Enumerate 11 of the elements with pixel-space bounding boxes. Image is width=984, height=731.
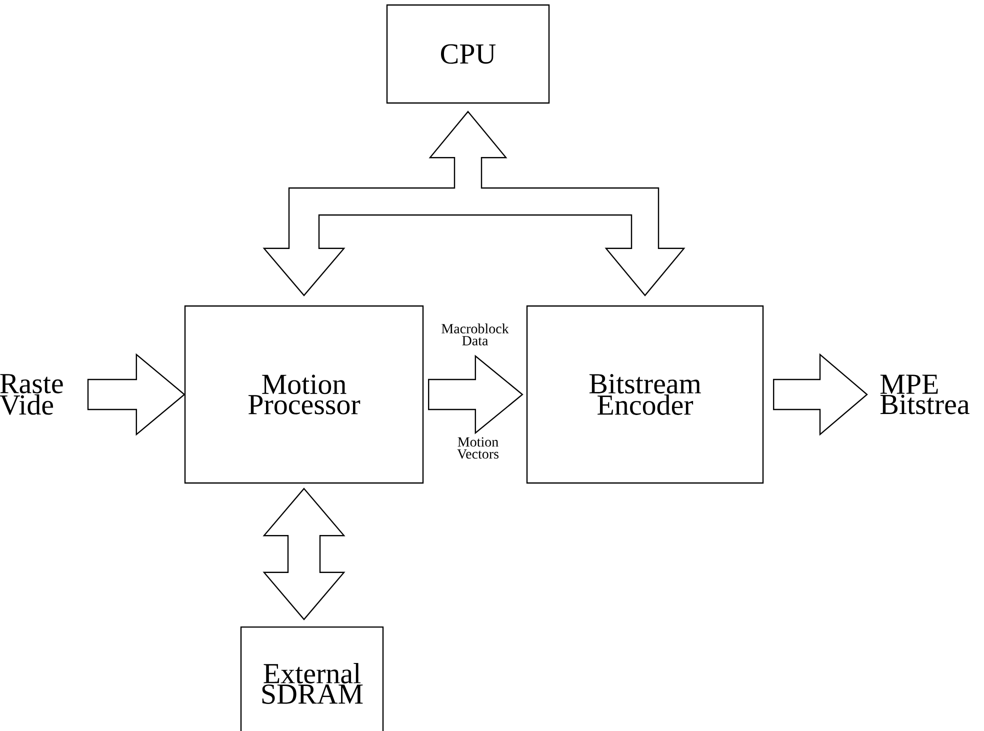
process-box: CPU [386, 4, 550, 104]
process-box: External SDRAM [240, 626, 384, 731]
signal-label: MPE Bitstrea [880, 374, 970, 414]
block-arrow [87, 353, 186, 436]
process-box: Motion Processor [184, 305, 424, 484]
signal-label: Raste Vide [0, 374, 63, 415]
annotation-label: Motion Vectors [457, 437, 498, 459]
block-arrow [773, 353, 868, 436]
edge-label: Macroblock Data [442, 324, 509, 346]
process-box: Bitstream Encoder [526, 305, 764, 484]
block-arrow [428, 354, 524, 434]
